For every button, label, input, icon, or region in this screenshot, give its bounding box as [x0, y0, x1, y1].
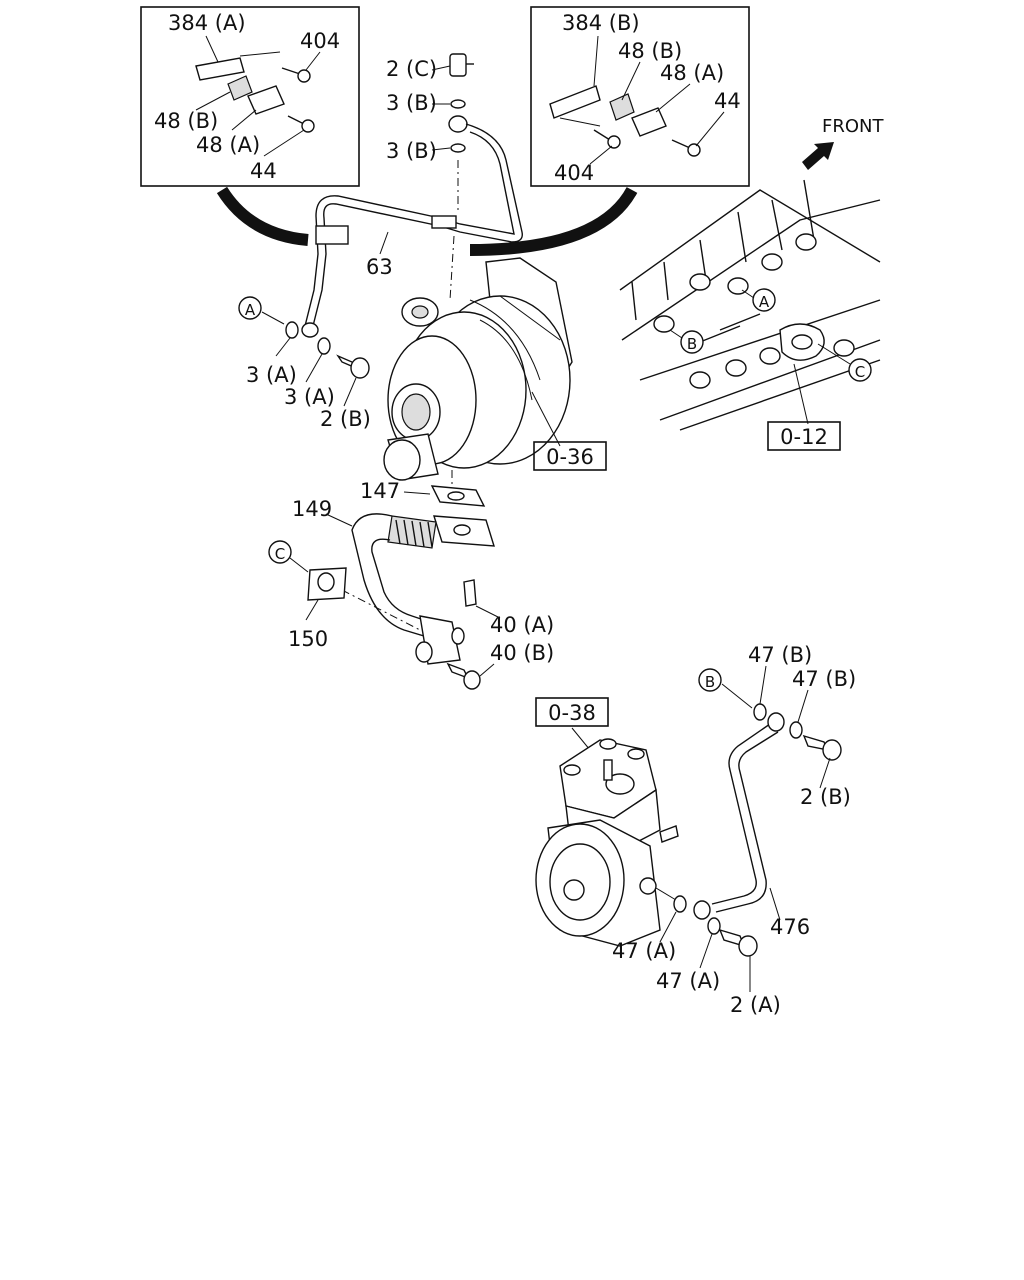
inset-box-left	[140, 6, 360, 187]
callout-476: 476	[770, 915, 810, 939]
marker-a-engine	[752, 288, 776, 312]
callout-63: 63	[366, 255, 393, 279]
front-label: FRONT	[822, 116, 884, 137]
svg-text:B: B	[705, 673, 715, 691]
detail-arc	[216, 186, 638, 256]
callout-48a-left: 48 (A)	[196, 133, 260, 157]
callout-44-left: 44	[250, 159, 277, 183]
ref-038: 0-38	[548, 701, 596, 725]
callout-47b-lower: 47 (B)	[792, 667, 856, 691]
bolt-404-right	[593, 129, 611, 141]
callout-48b-left: 48 (B)	[154, 109, 218, 133]
engine-block	[619, 179, 881, 431]
svg-text:A: A	[245, 301, 256, 319]
clip-48a-right	[631, 107, 667, 137]
ref-012: 0-12	[780, 425, 828, 449]
marker-b-comp	[698, 668, 722, 692]
callout-3b-lower: 3 (B)	[386, 139, 437, 163]
callout-2c: 2 (C)	[386, 57, 437, 81]
callout-44-right: 44	[714, 89, 741, 113]
callout-404-left: 404	[300, 29, 340, 53]
callout-147: 147	[360, 479, 400, 503]
ref-036: 0-36	[546, 445, 594, 469]
callout-149: 149	[292, 497, 332, 521]
marker-c-left	[268, 540, 292, 564]
callout-47a-lower: 47 (A)	[656, 969, 720, 993]
callout-2b-right: 2 (B)	[800, 785, 851, 809]
drain-pipe-assembly	[305, 485, 501, 690]
ref-box-038	[535, 697, 609, 727]
ref-box-036	[533, 441, 607, 471]
bolt-44-left	[287, 115, 305, 125]
bolt-404-left	[281, 67, 301, 75]
callout-47a-upper: 47 (A)	[612, 939, 676, 963]
callout-2a: 2 (A)	[730, 993, 781, 1017]
callout-40b: 40 (B)	[490, 641, 554, 665]
marker-b-engine	[680, 330, 704, 354]
callout-48a-right: 48 (A)	[660, 61, 724, 85]
callout-3a-upper: 3 (A)	[246, 363, 297, 387]
callout-384b: 384 (B)	[562, 11, 640, 35]
turbocharger	[383, 257, 573, 498]
callout-40a: 40 (A)	[490, 613, 554, 637]
pipe-clamp	[315, 225, 349, 245]
callout-47b-upper: 47 (B)	[748, 643, 812, 667]
svg-text:C: C	[275, 545, 285, 563]
callout-3b-upper: 3 (B)	[386, 91, 437, 115]
bracket-384a	[195, 57, 245, 81]
callout-48b-right: 48 (B)	[618, 39, 682, 63]
clip-48b-right	[609, 93, 635, 121]
callout-2b-left: 2 (B)	[320, 407, 371, 431]
clip-48b-left	[227, 75, 253, 101]
eye-bolt-assembly	[431, 53, 474, 153]
svg-text:C: C	[855, 363, 865, 381]
banjo-fasteners-left	[275, 321, 370, 407]
clip-48a-left	[247, 85, 285, 115]
marker-c-engine	[848, 358, 872, 382]
svg-text:A: A	[759, 293, 770, 311]
callout-404-right: 404	[554, 161, 594, 185]
bolt-44-right	[671, 139, 691, 149]
pipe-63	[301, 123, 523, 338]
marker-a-left	[238, 296, 262, 320]
callout-3a-lower: 3 (A)	[284, 385, 335, 409]
callout-384a: 384 (A)	[168, 11, 246, 35]
bracket-384b	[549, 85, 601, 119]
svg-text:B: B	[687, 335, 697, 353]
air-compressor	[535, 738, 679, 947]
ref-box-012	[767, 421, 841, 451]
inset-box-right	[530, 6, 750, 187]
front-arrow-icon	[802, 142, 834, 170]
pipe-476	[659, 665, 842, 992]
callout-150: 150	[288, 627, 328, 651]
